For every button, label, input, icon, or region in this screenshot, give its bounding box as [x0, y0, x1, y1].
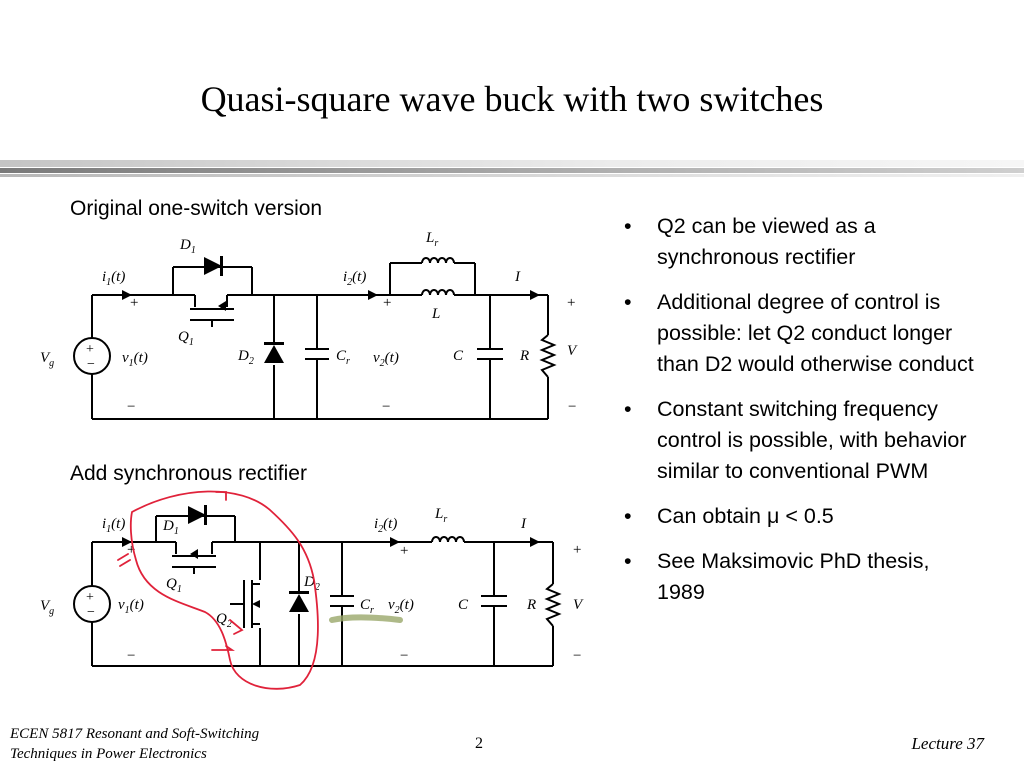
footer-course: ECEN 5817 Resonant and Soft-Switching Te…	[10, 724, 259, 764]
svg-text:Q1: Q1	[178, 329, 194, 348]
bullet-text: Additional degree of control is possible…	[657, 290, 974, 376]
bullet-dot: •	[624, 549, 632, 573]
svg-text:+: +	[567, 295, 575, 311]
bullet-text: Can obtain μ < 0.5	[657, 504, 834, 528]
bullet-item: • Can obtain μ < 0.5	[622, 501, 982, 532]
svg-text:V: V	[573, 597, 584, 613]
svg-text:I: I	[514, 269, 521, 285]
svg-text:+: +	[573, 542, 581, 558]
divider-light-band	[0, 160, 1024, 167]
svg-text:i1(t): i1(t)	[102, 269, 125, 288]
bottom-circuit-diagram: + − Vg i1(t) + − v1(t) D1 Q1 Q2 D2 Cr i2…	[40, 490, 584, 690]
bullet-list: • Q2 can be viewed as a synchronous recti…	[622, 211, 982, 622]
svg-text:−: −	[573, 648, 581, 664]
footer-lecture: Lecture 37	[911, 734, 984, 753]
svg-text:i2(t): i2(t)	[374, 516, 397, 535]
svg-text:−: −	[87, 605, 95, 620]
annotation-highlight-stroke	[329, 614, 403, 623]
page-number: 2	[475, 735, 483, 752]
svg-text:−: −	[568, 399, 576, 415]
bullet-item: • See Maksimovic PhD thesis, 1989	[622, 546, 982, 608]
svg-text:+: +	[383, 295, 391, 311]
svg-text:D2: D2	[237, 348, 254, 367]
svg-text:v2(t): v2(t)	[388, 597, 414, 616]
svg-text:Cr: Cr	[360, 597, 374, 616]
svg-text:+: +	[130, 295, 138, 311]
bullet-dot: •	[624, 397, 632, 421]
svg-text:V: V	[567, 343, 578, 359]
svg-text:i2(t): i2(t)	[343, 269, 366, 288]
bullet-dot: •	[624, 290, 632, 314]
bullet-item: • Q2 can be viewed as a synchronous recti…	[622, 211, 982, 273]
svg-text:−: −	[400, 648, 408, 664]
svg-text:I: I	[520, 516, 527, 532]
svg-text:Cr: Cr	[336, 348, 350, 367]
bottom-circuit-label: Add synchronous rectifier	[70, 462, 307, 485]
svg-text:+: +	[127, 542, 135, 558]
svg-text:Vg: Vg	[40, 350, 54, 369]
svg-text:R: R	[526, 597, 536, 613]
svg-text:+: +	[86, 342, 94, 357]
footer-course-line2: Techniques in Power Electronics	[10, 746, 207, 762]
slide-title: Quasi-square wave buck with two switches	[200, 79, 824, 119]
bullet-dot: •	[624, 504, 632, 528]
title-divider	[0, 160, 1024, 180]
bullet-item: • Additional degree of control is possibl…	[622, 287, 982, 380]
svg-text:R: R	[519, 348, 529, 364]
svg-text:D1: D1	[162, 518, 179, 537]
bullet-text: Constant switching frequency control is …	[657, 397, 967, 483]
svg-text:v2(t): v2(t)	[373, 350, 399, 369]
bullet-item: • Constant switching frequency control is…	[622, 394, 982, 487]
svg-text:i1(t): i1(t)	[102, 516, 125, 535]
svg-text:v1(t): v1(t)	[118, 597, 144, 616]
svg-text:Lr: Lr	[425, 230, 438, 249]
svg-text:D1: D1	[179, 237, 196, 256]
svg-text:+: +	[400, 543, 408, 559]
svg-text:D2: D2	[303, 574, 320, 593]
svg-text:L: L	[431, 306, 440, 322]
svg-text:Vg: Vg	[40, 598, 54, 617]
bullet-text: See Maksimovic PhD thesis, 1989	[657, 549, 930, 604]
top-circuit-diagram: + − Vg i1(t) + − v1(t) D1 Q1 D2 Cr i2(t)…	[40, 230, 578, 420]
svg-text:Q1: Q1	[166, 576, 182, 595]
annotation-red-loop	[117, 490, 319, 690]
bullet-dot: •	[624, 214, 632, 238]
footer-course-line1: ECEN 5817 Resonant and Soft-Switching	[10, 726, 260, 742]
svg-text:−: −	[382, 399, 390, 415]
divider-dark-band	[0, 168, 1024, 173]
bullet-text: Q2 can be viewed as a synchronous rectif…	[657, 214, 876, 269]
svg-text:−: −	[87, 357, 95, 372]
top-circuit-label: Original one-switch version	[70, 197, 323, 220]
svg-text:Lr: Lr	[434, 506, 447, 525]
svg-text:C: C	[453, 348, 464, 364]
svg-text:v1(t): v1(t)	[122, 350, 148, 369]
svg-text:C: C	[458, 597, 469, 613]
divider-thin-band	[0, 174, 1024, 177]
svg-text:−: −	[127, 399, 135, 415]
svg-text:−: −	[127, 648, 135, 664]
svg-text:+: +	[86, 590, 94, 605]
